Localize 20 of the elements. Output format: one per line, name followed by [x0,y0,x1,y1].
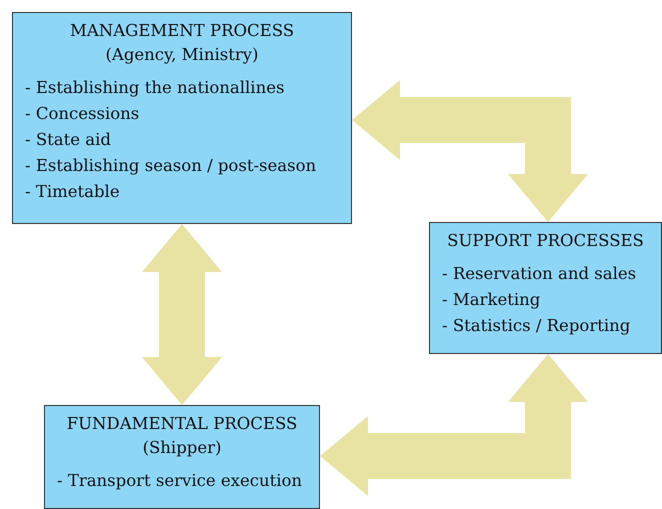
list-item: - Statistics / Reporting [441,315,632,337]
list-item: - State aid [24,129,112,151]
double-arrow [320,354,588,496]
process-box [429,222,662,354]
box-heading: SUPPORT PROCESSES [446,230,645,252]
box-subheading: (Agency, Ministry) [104,44,260,66]
process-box [12,12,352,224]
list-item: - Timetable [24,181,121,203]
double-arrow [352,80,588,222]
box-subheading: (Shipper) [142,437,222,459]
double-arrow [142,224,222,405]
list-item: - Reservation and sales [441,263,638,285]
list-item: - Concessions [24,103,140,125]
list-item: - Marketing [441,289,542,311]
box-heading: MANAGEMENT PROCESS [68,20,296,42]
list-item: - Transport service execution [56,470,304,492]
list-item: - Establishing the nationallines [24,77,286,99]
process-box [44,405,320,509]
box-heading: FUNDAMENTAL PROCESS [66,413,298,435]
list-item: - Establishing season / post-season [24,155,318,177]
